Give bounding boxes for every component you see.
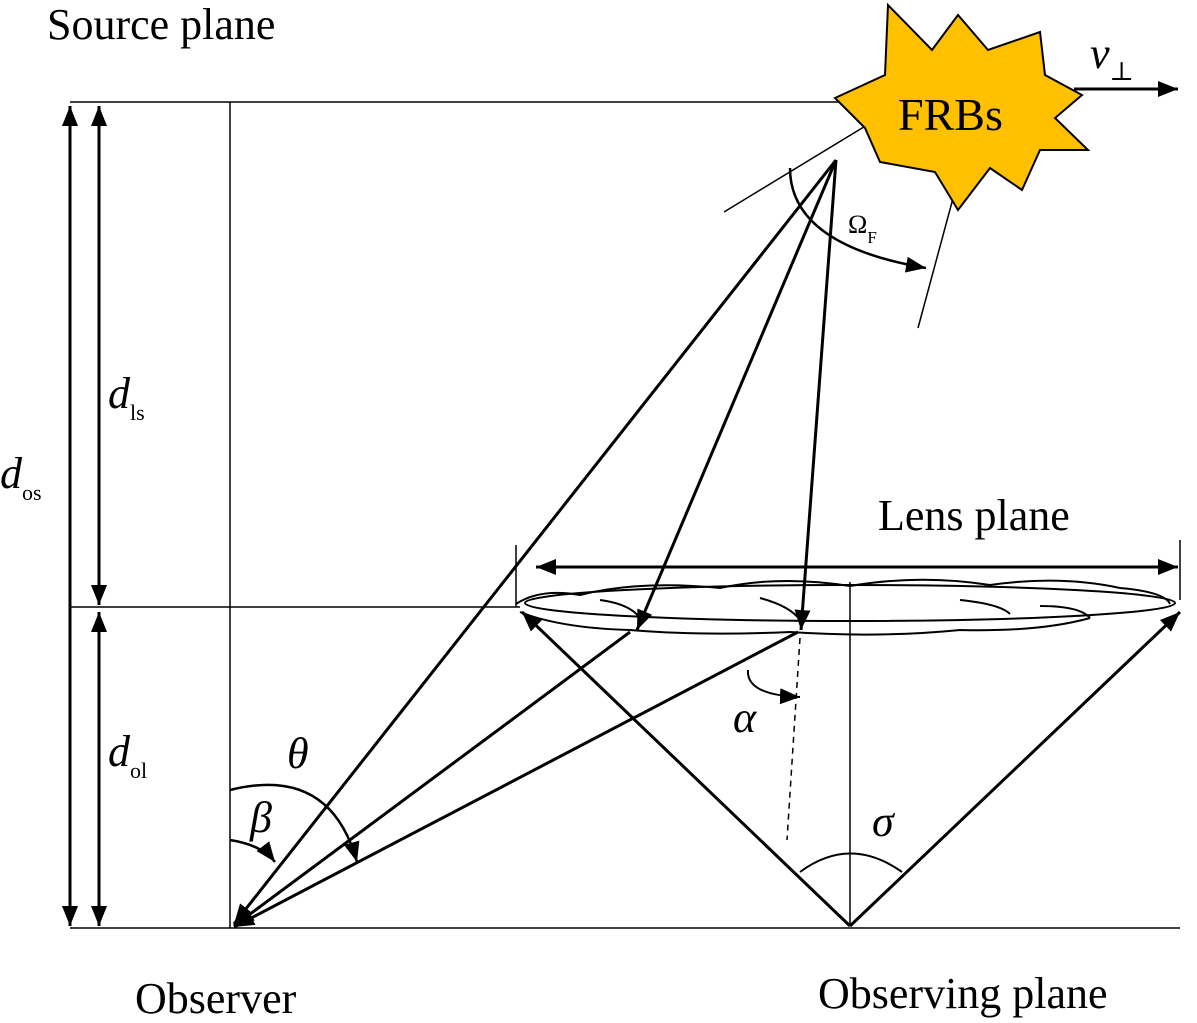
cone-right-edge <box>848 610 1182 928</box>
velocity-symbol: v <box>1090 29 1110 78</box>
d-ol-symbol: d <box>108 727 130 776</box>
beta-label: β <box>250 793 272 842</box>
ray-lens-left-to-observer <box>233 630 631 928</box>
alpha-arc <box>746 669 801 705</box>
alpha-label: α <box>733 693 757 742</box>
velocity-subscript: ⊥ <box>1109 57 1134 86</box>
ray-source-to-lens-left <box>635 159 838 631</box>
beta-arc <box>229 838 276 863</box>
sigma-label: σ <box>872 797 894 846</box>
d-ol-subscript: ol <box>130 758 148 783</box>
source-plane-label: Source plane <box>47 0 276 49</box>
theta-arc <box>229 783 360 863</box>
frb-star-icon <box>833 2 1091 212</box>
theta-label: θ <box>287 729 309 778</box>
d-ls-subscript: ls <box>130 400 145 425</box>
d-ls-symbol: d <box>108 369 130 418</box>
ray-lens-center-to-observer <box>233 630 799 929</box>
omega-label: ΩF <box>848 210 877 247</box>
omega-arc <box>788 167 927 273</box>
sigma-arc <box>799 852 903 873</box>
d-os-label: dos <box>0 449 42 504</box>
frb-label: FRBs <box>898 89 1003 140</box>
d-ol-label: dol <box>108 727 147 782</box>
observing-plane-label: Observing plane <box>818 969 1108 1018</box>
d-os-symbol: d <box>0 449 22 498</box>
lens-cloud <box>515 578 1176 636</box>
ray-source-to-observer <box>232 159 838 925</box>
beam-edge-left <box>723 121 873 213</box>
velocity-label: v⊥ <box>1090 29 1134 85</box>
d-os-subscript: os <box>22 480 42 505</box>
d-ls-label: dls <box>108 369 145 424</box>
ray-source-to-lens-center <box>794 159 838 631</box>
alpha-dashed-line <box>786 637 801 841</box>
observer-label: Observer <box>135 974 297 1023</box>
omega-subscript: F <box>867 228 877 247</box>
omega-symbol: Ω <box>848 210 868 239</box>
cone-left-edge <box>520 610 852 928</box>
lens-plane-label: Lens plane <box>878 491 1070 540</box>
